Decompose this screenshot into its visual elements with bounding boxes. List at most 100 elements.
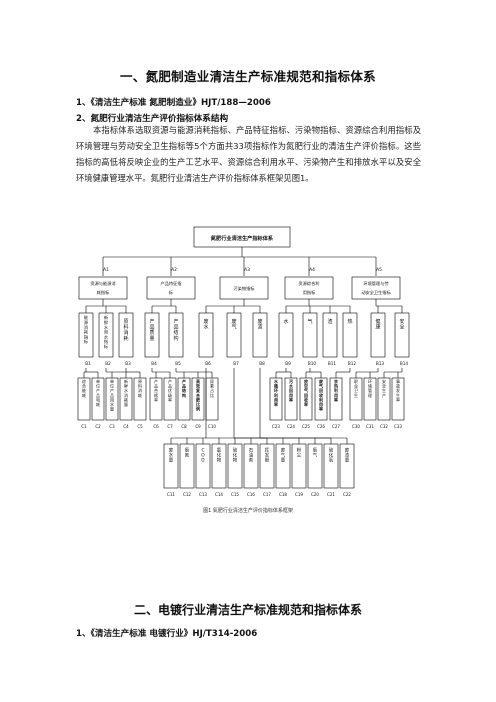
level2-label: 废渣 xyxy=(257,318,262,331)
level1-code: A3 xyxy=(244,267,250,273)
level3-box xyxy=(377,377,391,421)
svg-text:回: 回 xyxy=(319,387,323,393)
figure-caption: 图1 氮肥行业清洁生产评价指标体系框架 xyxy=(203,508,293,514)
svg-text:构: 构 xyxy=(182,392,186,398)
level3-box xyxy=(284,377,298,421)
level4-code: C13 xyxy=(199,492,207,497)
svg-text:回: 回 xyxy=(289,387,293,393)
level4-code: C18 xyxy=(279,492,287,497)
level4-label: 挥发酚 xyxy=(265,446,270,463)
level2-box xyxy=(198,312,214,358)
svg-text:率: 率 xyxy=(319,406,323,412)
level1-code: A1 xyxy=(103,267,109,273)
level4-box xyxy=(275,443,291,489)
level4-box xyxy=(163,443,179,489)
svg-text:耗: 耗 xyxy=(96,401,100,407)
level4-code: C22 xyxy=(343,492,351,497)
level3-box xyxy=(299,377,313,421)
svg-text:料: 料 xyxy=(123,324,128,331)
svg-text:境: 境 xyxy=(368,383,372,389)
svg-text:化: 化 xyxy=(329,451,334,458)
body-paragraph: 本指标体系选取资源与能源消耗指标、产品特征指标、污染物指标、资源综合利用指标及环… xyxy=(76,122,421,186)
svg-text:健: 健 xyxy=(375,318,380,325)
level2-label: 水 xyxy=(283,318,288,325)
svg-text:废: 废 xyxy=(257,318,262,325)
svg-text:率: 率 xyxy=(289,396,293,402)
level3-box xyxy=(149,377,163,421)
svg-text:原: 原 xyxy=(138,379,142,384)
level3-box xyxy=(269,377,283,421)
svg-text:收: 收 xyxy=(319,392,323,398)
level2-label: 安全 xyxy=(399,318,404,331)
level4-box xyxy=(227,443,243,489)
level1-label: 动安全卫生指标 xyxy=(361,289,390,296)
svg-text:单: 单 xyxy=(96,378,100,384)
svg-text:气: 气 xyxy=(281,451,286,458)
level2-code: B5 xyxy=(175,361,181,366)
svg-text:量: 量 xyxy=(345,456,350,463)
svg-text:率: 率 xyxy=(334,396,338,402)
svg-text:污: 污 xyxy=(289,378,293,384)
svg-text:水: 水 xyxy=(110,401,114,407)
svg-text:量: 量 xyxy=(281,456,286,463)
svg-text:量: 量 xyxy=(169,456,174,463)
level2-box xyxy=(78,312,94,358)
svg-text:用: 用 xyxy=(288,392,293,398)
level4-box xyxy=(243,443,259,489)
level1-label: 用指标 xyxy=(303,289,316,296)
svg-text:占: 占 xyxy=(210,387,214,393)
level2-code: B3 xyxy=(125,361,131,366)
svg-text:废: 废 xyxy=(319,378,323,384)
svg-text:化: 化 xyxy=(233,451,238,458)
svg-text:O: O xyxy=(201,452,205,458)
level3-box xyxy=(119,377,133,421)
svg-text:氰: 氰 xyxy=(217,446,222,453)
level4-code: C11 xyxy=(167,492,175,497)
level3-code: C8 xyxy=(181,424,187,429)
svg-text:合: 合 xyxy=(154,387,158,393)
svg-text:水: 水 xyxy=(124,387,128,393)
svg-text:产: 产 xyxy=(382,392,386,398)
level2-box xyxy=(302,312,318,358)
level2-box xyxy=(168,312,184,358)
svg-text:能: 能 xyxy=(84,314,89,321)
svg-text:素: 素 xyxy=(210,383,214,389)
level2-code: B12 xyxy=(348,361,357,366)
level3-code: C10 xyxy=(208,424,216,429)
level3-code: C7 xyxy=(167,424,173,429)
level1-label: 耗指标 xyxy=(97,289,110,296)
svg-text:热: 热 xyxy=(334,383,338,389)
svg-text:品: 品 xyxy=(96,393,100,398)
svg-text:故: 故 xyxy=(396,383,400,389)
svg-text:氨: 氨 xyxy=(313,446,318,453)
svg-text:优: 优 xyxy=(168,387,172,393)
svg-text:石: 石 xyxy=(249,447,254,453)
level4-label: 废水量 xyxy=(169,446,174,463)
svg-text:耗: 耗 xyxy=(84,330,89,336)
level3-code: C25 xyxy=(302,424,310,429)
svg-text:职: 职 xyxy=(354,379,358,384)
svg-text:质: 质 xyxy=(149,329,154,336)
svg-text:生: 生 xyxy=(354,392,358,398)
svg-text:利: 利 xyxy=(273,392,278,398)
level2-code: B13 xyxy=(376,361,385,366)
svg-text:渣: 渣 xyxy=(327,318,332,325)
svg-text:高: 高 xyxy=(196,378,200,384)
svg-text:发: 发 xyxy=(396,387,400,393)
svg-text:氢: 氢 xyxy=(329,456,334,463)
svg-text:水: 水 xyxy=(104,333,109,339)
svg-text:水: 水 xyxy=(288,383,294,389)
svg-text:率: 率 xyxy=(304,401,308,407)
level4-label: 氰化物 xyxy=(217,446,222,463)
level2-box xyxy=(394,312,410,358)
svg-text:肥: 肥 xyxy=(196,396,200,402)
svg-text:放: 放 xyxy=(303,378,309,384)
